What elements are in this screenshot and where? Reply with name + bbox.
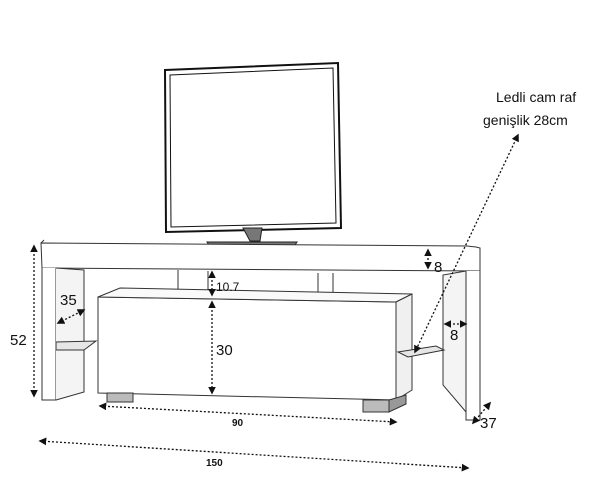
stand-top — [40, 242, 481, 272]
glass-shelf-note: Ledli cam raf genişlik 28cm — [483, 89, 576, 128]
tv-stand — [40, 239, 481, 421]
note-line-2: genişlik 28cm — [483, 112, 568, 128]
shelf-width-label: 8 — [450, 327, 458, 344]
height-label: 52 — [10, 332, 27, 349]
note-line-1: Ledli cam raf — [496, 89, 576, 105]
depth-label: 37 — [480, 415, 497, 432]
total-width-dim-line — [38, 437, 470, 472]
drawer-width-dim-line — [98, 402, 398, 426]
left-side-panel — [41, 268, 57, 401]
foot-left — [106, 392, 134, 403]
side-depth-label: 35 — [60, 292, 77, 309]
total-width-label: 150 — [206, 458, 223, 469]
dimension-lines — [30, 133, 519, 472]
foot-right — [362, 399, 390, 413]
drawer-height-label: 30 — [216, 342, 233, 359]
side-depth-dim-line — [56, 309, 86, 324]
gap-height-label: 10.7 — [216, 280, 240, 294]
drawer-width-label: 90 — [232, 418, 244, 429]
dimension-labels: 52 35 8 10.7 30 8 90 37 150 — [10, 259, 497, 469]
glass-shelf-left — [55, 340, 98, 351]
top-thickness-label: 8 — [434, 259, 442, 276]
right-side-panel — [465, 271, 481, 421]
glass-shelf-pointer — [414, 133, 519, 354]
depth-dim-line — [471, 401, 492, 425]
drawer-front — [97, 296, 397, 401]
television — [163, 61, 343, 249]
